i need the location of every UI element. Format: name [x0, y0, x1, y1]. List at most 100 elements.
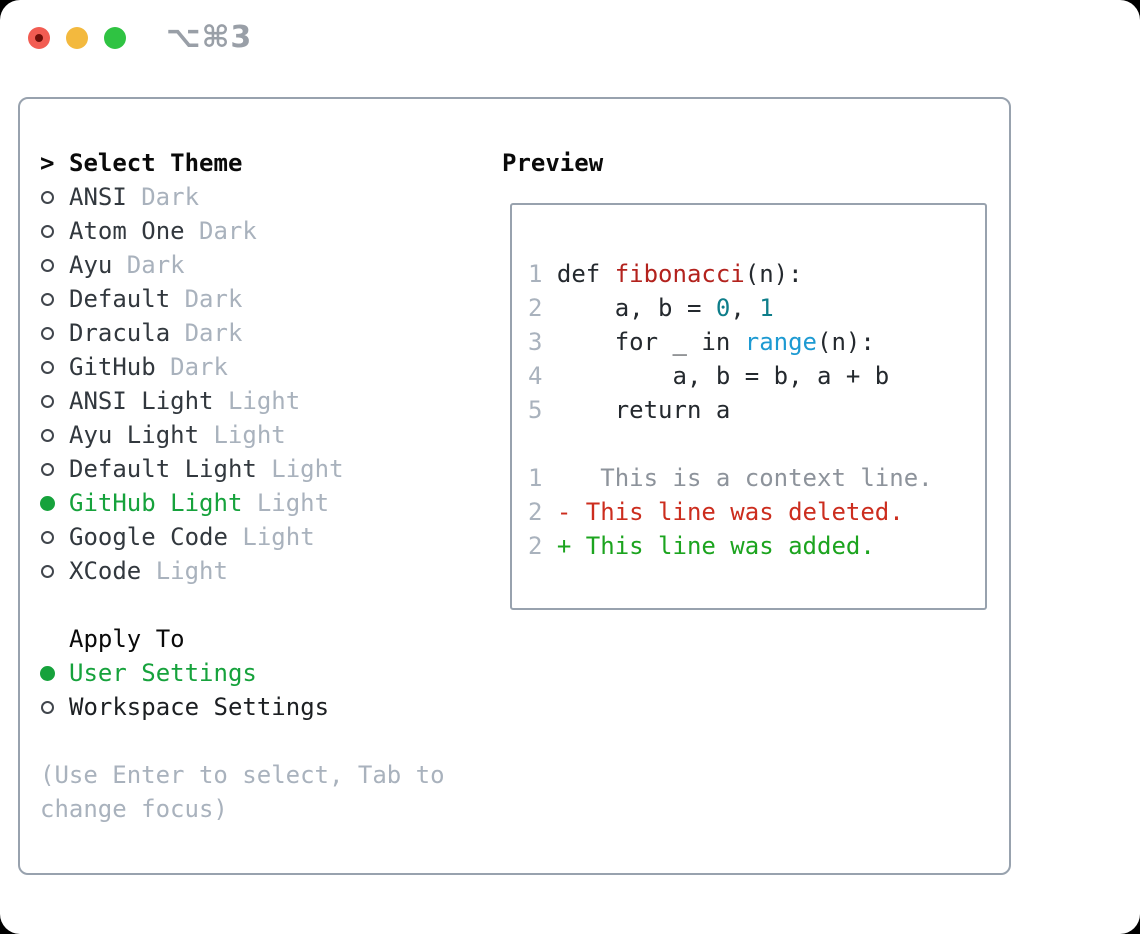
theme-option[interactable]: Ayu Light Light: [40, 418, 445, 452]
theme-name: GitHub Light: [69, 489, 243, 517]
theme-option[interactable]: XCode Light: [40, 554, 445, 588]
theme-variant: Light: [256, 489, 330, 517]
radio-dot: [41, 292, 54, 306]
theme-option[interactable]: ANSI Dark: [40, 180, 445, 214]
code-line: 3 for _ in range(n):: [528, 325, 933, 359]
theme-variant: Light: [213, 421, 286, 449]
radio-dot: [41, 326, 54, 340]
hint-text-line2: change focus): [40, 795, 228, 823]
code-token-code: a, b =: [556, 294, 716, 322]
zoom-button[interactable]: [104, 27, 126, 49]
theme-list-title: Select Theme: [69, 149, 243, 177]
apply-to-label: Workspace Settings: [69, 693, 330, 721]
code-token-added: + This line was added.: [556, 532, 875, 560]
code-token-code: (n):: [744, 260, 803, 288]
code-token-builtin: range: [744, 328, 817, 356]
spacer: [40, 724, 445, 758]
theme-name: XCode: [69, 557, 142, 585]
radio-icon: [40, 326, 69, 340]
code-line: 1 This is a context line.: [528, 461, 933, 495]
radio-dot: [41, 462, 54, 476]
code-token-num: 1: [759, 294, 774, 322]
theme-name: Default Light: [69, 455, 257, 483]
radio-icon: [40, 224, 69, 238]
theme-name: ANSI: [69, 183, 127, 211]
theme-option[interactable]: Dracula Dark: [40, 316, 445, 350]
line-number: 3: [528, 328, 557, 356]
theme-list-header: > Select Theme: [40, 146, 445, 180]
code-token-func: fibonacci: [614, 260, 745, 288]
radio-icon: [40, 530, 69, 544]
radio-dot: [41, 428, 54, 442]
apply-to-label: User Settings: [69, 659, 257, 687]
theme-name: Dracula: [69, 319, 171, 347]
radio-dot-filled: [40, 665, 55, 681]
code-token-code: return a: [556, 396, 731, 424]
code-line: 4 a, b = b, a + b: [528, 359, 933, 393]
radio-dot: [41, 224, 54, 238]
radio-icon: [40, 190, 69, 204]
theme-name: GitHub: [69, 353, 156, 381]
titlebar: ⌥⌘3: [0, 0, 1140, 76]
apply-to-header: Apply To: [40, 622, 445, 656]
hint-text-line1: (Use Enter to select, Tab to: [40, 761, 445, 789]
theme-variant: Light: [155, 557, 228, 585]
theme-variant: Dark: [184, 319, 243, 347]
radio-selected-icon: [40, 665, 69, 681]
code-line: 2 + This line was added.: [528, 529, 933, 563]
preview-title: Preview: [502, 149, 604, 177]
spacer: [40, 588, 445, 622]
close-button[interactable]: [28, 27, 50, 49]
line-number: 4: [528, 362, 557, 390]
radio-dot: [41, 530, 54, 544]
minimize-button[interactable]: [66, 27, 88, 49]
line-number: 5: [528, 396, 557, 424]
theme-name: ANSI Light: [69, 387, 214, 415]
line-number: 1: [528, 464, 557, 492]
theme-variant: Dark: [126, 251, 185, 279]
theme-variant: Dark: [184, 285, 243, 313]
code-token-code: ,: [730, 294, 760, 322]
code-line: 2 - This line was deleted.: [528, 495, 933, 529]
line-number: 2: [528, 532, 557, 560]
code-line: 2 a, b = 0, 1: [528, 291, 933, 325]
radio-dot: [41, 190, 54, 204]
radio-dot-filled: [40, 495, 55, 511]
apply-to-option[interactable]: Workspace Settings: [40, 690, 445, 724]
radio-icon: [40, 462, 69, 476]
theme-variant: Dark: [170, 353, 228, 381]
radio-dot: [41, 258, 54, 272]
code-token-code: def: [556, 260, 615, 288]
radio-icon: [40, 258, 69, 272]
theme-name: Google Code: [69, 523, 228, 551]
theme-variant: Dark: [199, 217, 257, 245]
radio-selected-icon: [40, 495, 69, 511]
code-token-code: for _ in: [556, 328, 745, 356]
theme-name: Ayu Light: [69, 421, 200, 449]
code-line: 5 return a: [528, 393, 933, 427]
code-token-deleted: - This line was deleted.: [556, 498, 904, 526]
prompt-icon: >: [40, 149, 55, 177]
radio-icon: [40, 292, 69, 306]
apply-to-option[interactable]: User Settings: [40, 656, 445, 690]
theme-option[interactable]: GitHub Light Light: [40, 486, 445, 520]
line-number: [528, 430, 542, 458]
radio-icon: [40, 564, 69, 578]
theme-variant: Dark: [141, 183, 200, 211]
theme-option[interactable]: GitHub Dark: [40, 350, 445, 384]
code-token-num: 0: [715, 294, 731, 322]
code-token-code: a, b = b, a + b: [556, 362, 890, 390]
code-token-context: This is a context line.: [556, 464, 933, 492]
